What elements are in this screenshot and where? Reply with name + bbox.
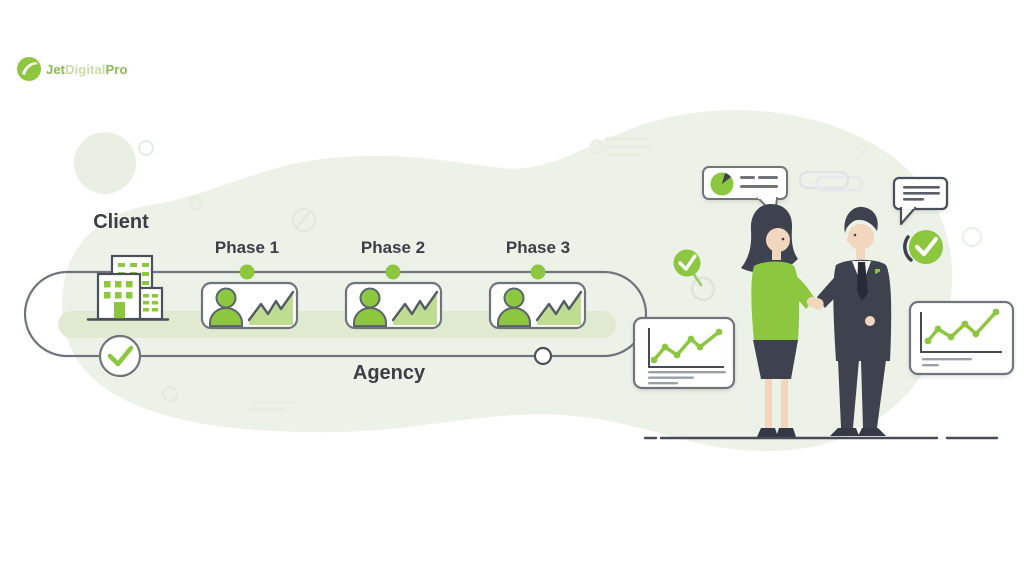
client-label: Client	[93, 211, 149, 233]
decor-diamond	[854, 141, 870, 157]
logo: JetDigitalPro	[16, 56, 128, 82]
woman-skirt	[753, 340, 798, 379]
timeline-node-circle	[533, 346, 553, 366]
report-card-right	[908, 300, 1015, 376]
phase-card-2	[344, 281, 443, 330]
decor-ring-2	[189, 196, 203, 210]
background-blob	[61, 110, 953, 452]
man-figure	[817, 206, 892, 436]
report-card-left	[632, 316, 736, 390]
checkmark-circle-icon	[98, 334, 142, 378]
woman-arm	[780, 271, 815, 309]
logo-part-3: Pro	[105, 61, 128, 77]
logo-part-1: Jet	[46, 61, 66, 77]
phase-dot-2	[385, 264, 401, 280]
client-building-icon	[86, 254, 170, 321]
man-face	[848, 224, 874, 250]
decor-ring-4	[162, 386, 178, 402]
phase-2-label: Phase 2	[360, 238, 426, 257]
woman-face	[766, 228, 790, 252]
phase-card-1	[200, 281, 299, 330]
logo-part-2: Digital	[65, 61, 106, 77]
agency-label: Agency	[352, 362, 426, 384]
paperclip-decoration	[798, 170, 864, 192]
decor-ring-3	[962, 227, 982, 247]
decor-filled-circle	[74, 132, 136, 194]
man-hair	[844, 206, 878, 233]
decor-ring-1	[138, 140, 154, 156]
phase-dot-3	[530, 264, 546, 280]
phase-3-label: Phase 3	[505, 238, 571, 257]
decor-speed-lines	[589, 137, 652, 157]
phase-card-3	[488, 281, 587, 330]
speech-bubble-right	[892, 176, 949, 226]
logo-text: JetDigitalPro	[46, 62, 128, 77]
phase-dot-1	[239, 264, 255, 280]
handshake	[806, 296, 824, 310]
decor-bottom-lines	[246, 401, 298, 411]
magnifier-check-icon	[673, 249, 716, 302]
woman-figure	[741, 204, 815, 437]
decor-ring-pen	[292, 208, 316, 232]
timeline-loop	[23, 270, 648, 358]
check-badge-icon	[903, 230, 943, 264]
man-arm	[817, 269, 852, 308]
leaf-circle-icon	[17, 57, 41, 81]
highlight-band	[58, 311, 616, 338]
phase-1-label: Phase 1	[214, 238, 280, 257]
man-tie	[857, 262, 868, 301]
